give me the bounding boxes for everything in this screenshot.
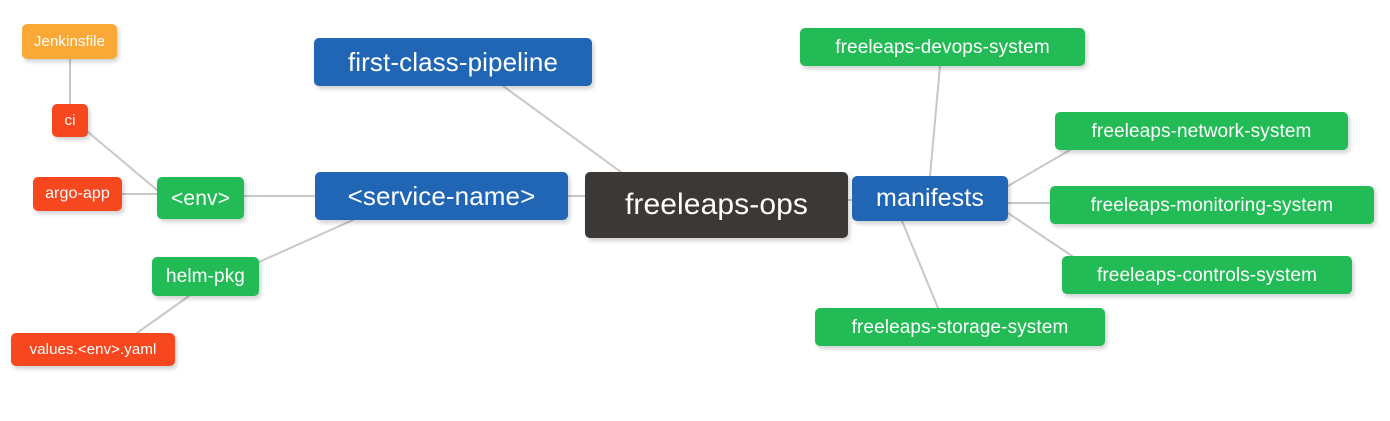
node-freeleaps-storage-system[interactable]: freeleaps-storage-system <box>815 308 1105 346</box>
node-manifests[interactable]: manifests <box>852 176 1008 221</box>
node-env[interactable]: <env> <box>157 177 244 219</box>
node-freeleaps-controls-system[interactable]: freeleaps-controls-system <box>1062 256 1352 294</box>
node-values-yaml[interactable]: values.<env>.yaml <box>11 333 175 366</box>
edge-freeleaps-network-system-to-manifests <box>1007 149 1071 187</box>
edge-values-yaml-to-helm-pkg <box>136 295 190 334</box>
node-freeleaps-monitoring-system[interactable]: freeleaps-monitoring-system <box>1050 186 1374 224</box>
node-service-name[interactable]: <service-name> <box>315 172 568 220</box>
edge-freeleaps-devops-system-to-manifests <box>929 65 941 177</box>
edge-first-class-pipeline-to-freeleaps-ops <box>502 85 622 173</box>
node-argo-app[interactable]: argo-app <box>33 177 122 211</box>
node-helm-pkg[interactable]: helm-pkg <box>152 257 259 296</box>
node-first-class-pipeline[interactable]: first-class-pipeline <box>314 38 592 86</box>
edge-helm-pkg-to-service-name <box>258 219 354 263</box>
node-freeleaps-ops[interactable]: freeleaps-ops <box>585 172 848 238</box>
node-ci[interactable]: ci <box>52 104 88 137</box>
node-jenkinsfile[interactable]: Jenkinsfile <box>22 24 117 59</box>
node-freeleaps-devops-system[interactable]: freeleaps-devops-system <box>800 28 1085 66</box>
edge-freeleaps-storage-system-to-manifests <box>901 220 939 309</box>
node-freeleaps-network-system[interactable]: freeleaps-network-system <box>1055 112 1348 150</box>
